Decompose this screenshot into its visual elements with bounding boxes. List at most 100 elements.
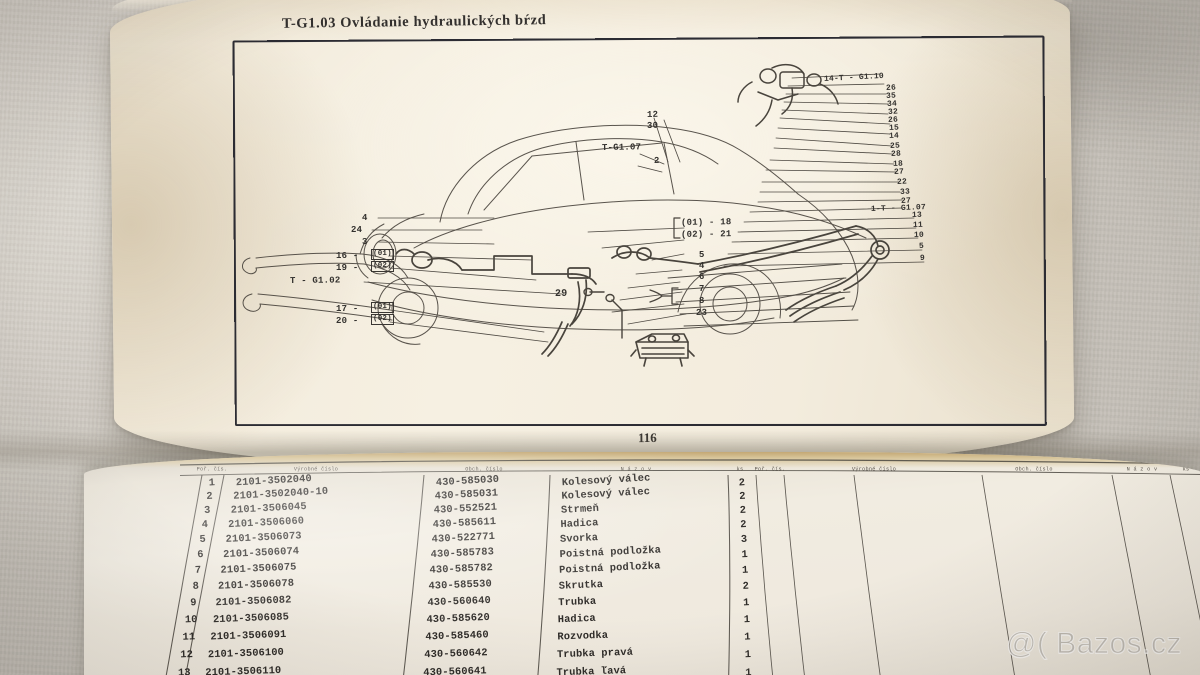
table-column-rule [165, 474, 203, 675]
table-cell-trade: 430-585030 [436, 474, 500, 490]
variant-box-02-a: (02) [371, 261, 394, 272]
table-header-rule [179, 459, 1200, 466]
callout-14: 14 [888, 131, 900, 141]
table-column-rule [783, 474, 805, 675]
table-header-cell: Poř. čís. [755, 467, 786, 473]
callout-5-mid: 5 [698, 249, 705, 260]
table-cell-trade: 430-560641 [423, 665, 487, 675]
table-cell-mfg: 2101-3506074 [223, 546, 299, 561]
table-cell-trade: 430-585530 [428, 578, 492, 593]
table-header-cell: Výrobné číslo [852, 467, 896, 473]
table-cell-mfg: 2101-3506082 [215, 594, 291, 609]
table-cell-qty: 3 [741, 534, 748, 546]
table-cell-no: 9 [190, 597, 197, 609]
table-row: 9 2101-3506082 430-560640 Trubka 1 [190, 594, 750, 609]
table-cell-name: Poistná podložka [559, 545, 661, 562]
table-cell-name: Trubka [558, 596, 596, 609]
table-cell-mfg: 2101-3506078 [218, 578, 294, 593]
table-cell-trade: 430-585460 [425, 629, 489, 643]
callout-5-right: 5 [918, 241, 925, 251]
table-cell-qty: 1 [743, 597, 750, 609]
callout-4-mid: 4 [698, 260, 705, 271]
table-cell-qty: 1 [744, 614, 751, 626]
table-column-rule [755, 474, 773, 675]
callout-6: 6 [698, 271, 705, 282]
variant-box-01-a: (01) [371, 249, 394, 260]
table-cell-name: Hadica [558, 613, 596, 626]
callout-12: 12 [646, 109, 659, 120]
table-header-cell: N á z o v [621, 467, 652, 473]
table-cell-no: 6 [197, 549, 204, 561]
table-cell-trade: 430-560640 [427, 595, 491, 609]
table-cell-mfg: 2101-3506110 [205, 665, 281, 675]
callout-20: 20 - [335, 315, 359, 326]
table-cell-mfg: 2101-3506091 [210, 629, 286, 644]
callout-8: 8 [698, 295, 705, 306]
table-cell-qty: 2 [739, 491, 746, 503]
table-column-rule [853, 474, 881, 675]
table-cell-no: 3 [204, 505, 211, 517]
callout-9: 9 [919, 253, 926, 263]
table-cell-qty: 2 [738, 477, 745, 489]
table-cell-qty: 1 [744, 631, 751, 643]
table-cell-no: 13 [178, 667, 191, 675]
callout-19: 19 - [335, 262, 359, 273]
table-header-rule [179, 470, 1200, 476]
table-cell-mfg: 2101-3506085 [213, 611, 289, 626]
table-column-rule [727, 474, 731, 675]
callout-29: 29 [554, 288, 568, 300]
table-header-cell: ks [737, 467, 744, 473]
callout-28: 28 [890, 149, 902, 159]
callout-4: 4 [361, 212, 368, 223]
table-cell-mfg: 2101-3502040 [236, 473, 313, 489]
table-cell-mfg: 2101-3506100 [208, 647, 284, 661]
table-cell-name: Svorka [560, 532, 599, 546]
table-cell-trade: 430-552521 [433, 502, 497, 517]
table-cell-trade: 430-585620 [426, 612, 490, 626]
table-cell-name: Trubka pravá [557, 647, 633, 661]
table-cell-mfg: 2101-3506075 [220, 562, 296, 577]
table-cell-name: Hadica [560, 517, 599, 531]
callout-2: 2 [653, 155, 660, 166]
table-cell-mfg: 2101-3506060 [228, 515, 305, 531]
table-cell-name: Kolesový válec [561, 486, 650, 503]
callout-01-18: (01) - 18 [680, 217, 732, 228]
table-column-rule [1111, 474, 1151, 675]
table-cell-no: 1 [208, 477, 215, 489]
table-cell-no: 7 [195, 565, 202, 577]
callout-16: 16 - [335, 250, 359, 261]
callout-30: 30 [646, 120, 659, 131]
table-header-cell: N á z o v [1127, 467, 1158, 473]
table-cell-trade: 430-585783 [430, 546, 494, 561]
table-header-cell: ks [1183, 467, 1190, 473]
table-cell-no: 12 [180, 649, 193, 661]
table-column-rule [537, 474, 551, 675]
brake-system-line-drawing [242, 63, 925, 367]
table-cell-qty: 1 [745, 649, 752, 661]
table-cell-qty: 2 [740, 505, 747, 517]
table-cell-trade: 430-585031 [434, 487, 498, 502]
watermark-bazos: @( Bazos.cz [1006, 627, 1183, 661]
variant-box-01-b: (01) [371, 302, 394, 313]
table-cell-trade: 430-585782 [429, 562, 493, 577]
table-cell-no: 2 [206, 491, 213, 503]
table-header-cell: Obch. číslo [465, 467, 503, 473]
page-number: 116 [637, 429, 657, 446]
table-cell-no: 8 [192, 581, 199, 593]
table-cell-name: Rozvodka [557, 630, 608, 644]
table-cell-trade: 430-522771 [431, 531, 495, 546]
table-cell-no: 10 [185, 614, 198, 626]
bottom-page-sheet: Poř. čís. Výrobné číslo Obch. číslo N á z o… [84, 452, 1200, 675]
table-row: 10 2101-3506085 430-585620 Hadica 1 [185, 611, 751, 626]
table-cell-qty: 1 [742, 565, 749, 577]
callout-3: 3 [361, 236, 368, 247]
parts-table: Poř. čís. Výrobné číslo Obch. číslo N á z o… [165, 459, 1200, 675]
table-cell-no: 5 [199, 534, 206, 546]
variant-box-02-b: (02) [371, 314, 394, 325]
